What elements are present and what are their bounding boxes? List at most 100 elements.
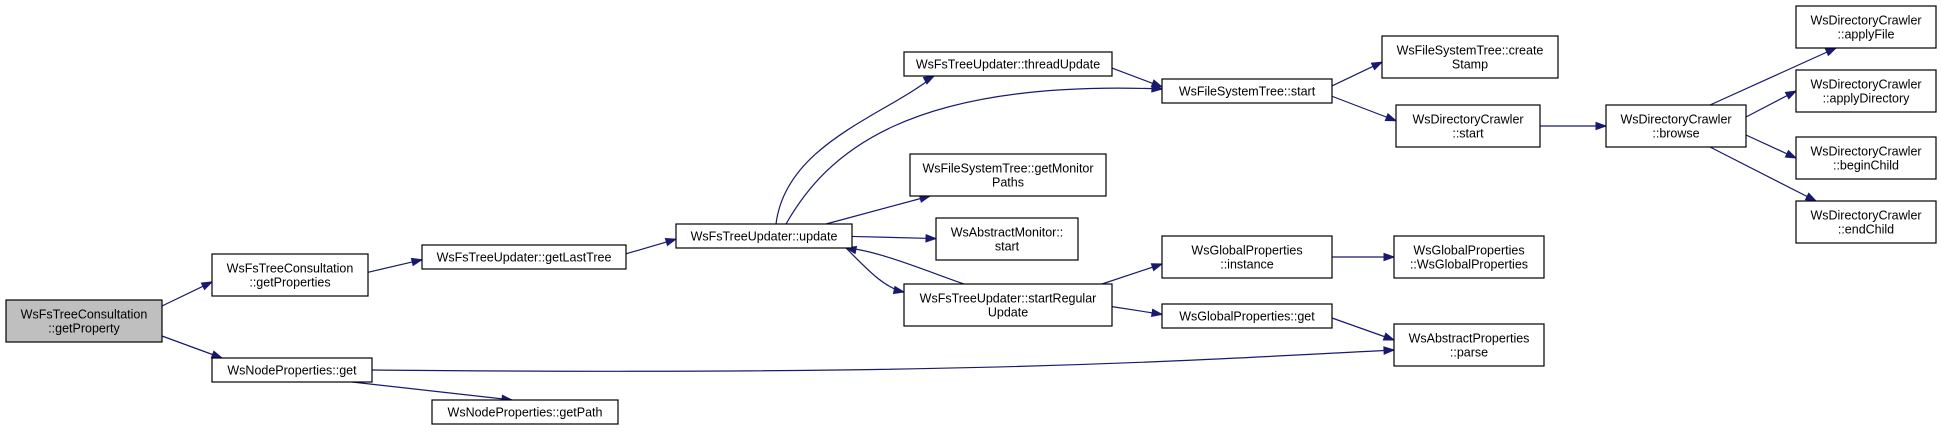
node-box[interactable] xyxy=(431,399,619,425)
node-label: WsFileSystemTree::create xyxy=(1397,44,1544,58)
arrowhead-icon xyxy=(210,350,224,359)
node-applyFile[interactable]: WsDirectoryCrawler::applyFile xyxy=(1795,5,1937,49)
arrowhead-icon xyxy=(1370,61,1384,71)
node-box[interactable] xyxy=(1393,235,1545,279)
node-endChild[interactable]: WsDirectoryCrawler::endChild xyxy=(1795,200,1937,244)
edge-browse-to-beginChild xyxy=(1745,134,1798,159)
node-label: Update xyxy=(988,306,1028,320)
node-label: WsAbstractMonitor:: xyxy=(951,226,1064,240)
node-root[interactable]: WsFsTreeConsultation::getProperty xyxy=(5,299,163,343)
edge-line xyxy=(371,349,1395,372)
node-monitorStart[interactable]: WsAbstractMonitor::start xyxy=(935,217,1079,261)
edge-update-to-getMonitorPaths xyxy=(825,194,932,225)
node-box[interactable] xyxy=(421,244,627,270)
node-update[interactable]: WsFsTreeUpdater::update xyxy=(675,223,853,249)
arrowhead-icon xyxy=(1595,121,1608,131)
edge-root-to-getProperties xyxy=(161,281,214,307)
node-browse[interactable]: WsDirectoryCrawler::browse xyxy=(1605,104,1747,148)
node-box[interactable] xyxy=(211,357,373,383)
node-box[interactable] xyxy=(1381,35,1559,79)
node-box[interactable] xyxy=(935,217,1079,261)
edge-line xyxy=(785,87,1163,225)
edge-fstStart-to-dcStart xyxy=(1331,95,1398,122)
node-label: WsFsTreeUpdater::threadUpdate xyxy=(916,58,1100,72)
edge-line xyxy=(161,335,223,359)
edge-fstStart-to-createStamp xyxy=(1331,61,1384,87)
arrowhead-icon xyxy=(664,237,678,247)
node-getPath[interactable]: WsNodeProperties::getPath xyxy=(431,399,619,425)
node-label: Paths xyxy=(992,176,1024,190)
node-box[interactable] xyxy=(1161,303,1333,329)
node-box[interactable] xyxy=(1161,78,1333,104)
node-gpInstance[interactable]: WsGlobalProperties::instance xyxy=(1161,235,1333,279)
edge-gpGet-to-apParse xyxy=(1331,317,1396,341)
node-label: ::getProperties xyxy=(249,276,330,290)
node-applyDirectory[interactable]: WsDirectoryCrawler::applyDirectory xyxy=(1795,69,1937,113)
node-label: start xyxy=(995,240,1020,254)
arrowhead-icon xyxy=(1150,79,1164,88)
node-nodeGet[interactable]: WsNodeProperties::get xyxy=(211,357,373,383)
node-gpCtor[interactable]: WsGlobalProperties::WsGlobalProperties xyxy=(1393,235,1545,279)
node-threadUpdate[interactable]: WsFsTreeUpdater::threadUpdate xyxy=(903,51,1113,77)
node-box[interactable] xyxy=(1795,136,1937,180)
edge-update-to-threadUpdate xyxy=(775,75,936,225)
edge-startRegular-to-gpInstance xyxy=(1101,263,1164,285)
edge-line xyxy=(845,247,965,285)
node-label: ::getProperty xyxy=(48,322,120,336)
node-fstStart[interactable]: WsFileSystemTree::start xyxy=(1161,78,1333,104)
node-box[interactable] xyxy=(1605,104,1747,148)
edge-nodeGet-to-apParse xyxy=(371,346,1396,372)
node-box[interactable] xyxy=(211,253,369,297)
arrowhead-icon xyxy=(410,257,424,267)
node-box[interactable] xyxy=(1795,5,1937,49)
node-label: ::parse xyxy=(1450,346,1488,360)
edge-nodeGet-to-getPath xyxy=(351,381,514,404)
node-label: WsDirectoryCrawler xyxy=(1810,14,1921,28)
node-label: WsAbstractProperties xyxy=(1409,332,1530,346)
node-label: WsGlobalProperties xyxy=(1191,244,1302,258)
arrowhead-icon xyxy=(892,285,906,295)
node-dcStart[interactable]: WsDirectoryCrawler::start xyxy=(1395,104,1541,148)
node-box[interactable] xyxy=(1795,200,1937,244)
node-box[interactable] xyxy=(1795,69,1937,113)
node-label: ::beginChild xyxy=(1833,159,1899,173)
node-label: WsFsTreeUpdater::startRegular xyxy=(920,292,1097,306)
edge-browse-to-applyDirectory xyxy=(1745,90,1798,118)
node-box[interactable] xyxy=(903,51,1113,77)
edge-browse-to-endChild xyxy=(1709,146,1818,202)
node-box[interactable] xyxy=(5,299,163,343)
node-box[interactable] xyxy=(909,153,1107,197)
arrowhead-icon xyxy=(1150,308,1164,318)
edge-line xyxy=(1331,317,1395,341)
node-box[interactable] xyxy=(1393,323,1545,367)
arrowhead-icon xyxy=(200,281,214,291)
node-getLastTree[interactable]: WsFsTreeUpdater::getLastTree xyxy=(421,244,627,270)
node-apParse[interactable]: WsAbstractProperties::parse xyxy=(1393,323,1545,367)
arrowhead-icon xyxy=(1384,112,1398,122)
node-box[interactable] xyxy=(675,223,853,249)
node-label: ::start xyxy=(1452,127,1484,141)
node-label: WsDirectoryCrawler xyxy=(1620,113,1731,127)
node-beginChild[interactable]: WsDirectoryCrawler::beginChild xyxy=(1795,136,1937,180)
node-label: WsFsTreeUpdater::getLastTree xyxy=(437,251,612,265)
arrowhead-icon xyxy=(922,75,936,85)
edge-line xyxy=(775,75,935,225)
node-label: WsFsTreeConsultation xyxy=(21,308,148,322)
edge-line xyxy=(351,381,513,401)
node-box[interactable] xyxy=(1161,235,1333,279)
node-box[interactable] xyxy=(1395,104,1541,148)
arrowhead-icon xyxy=(1804,192,1818,202)
node-box[interactable] xyxy=(903,283,1113,327)
edge-line xyxy=(1709,47,1837,106)
node-label: WsFsTreeUpdater::update xyxy=(691,230,838,244)
arrowhead-icon xyxy=(1150,263,1164,272)
arrowhead-icon xyxy=(1784,90,1798,100)
node-getProperties[interactable]: WsFsTreeConsultation::getProperties xyxy=(211,253,369,297)
edge-root-to-nodeGet xyxy=(161,335,224,359)
arrowhead-icon xyxy=(1824,47,1838,57)
edge-line xyxy=(1101,263,1163,285)
node-gpGet[interactable]: WsGlobalProperties::get xyxy=(1161,303,1333,329)
